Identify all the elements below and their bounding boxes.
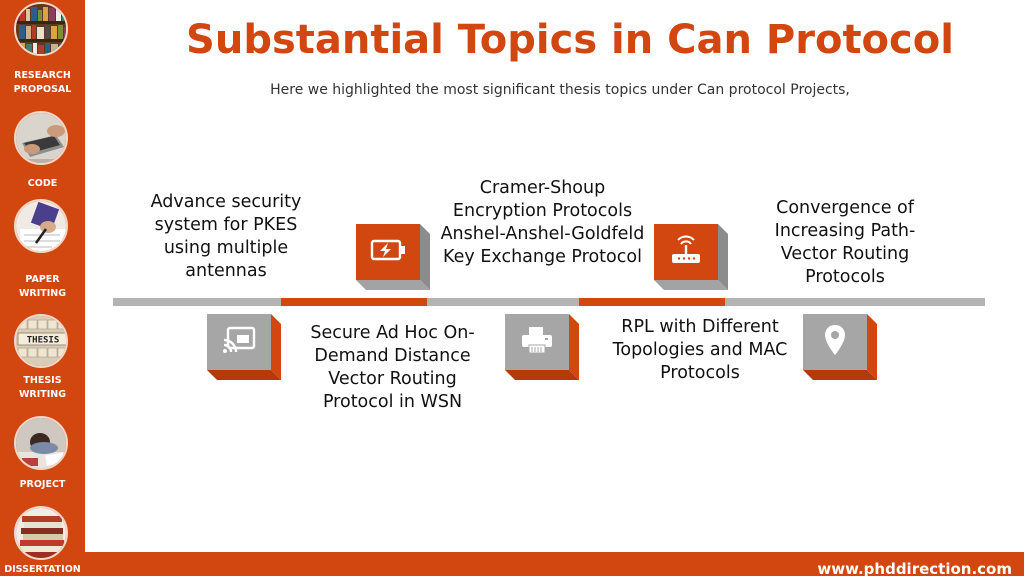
- sidebar-item-label: CODE: [27, 178, 58, 189]
- topic-5-text: Convergence of Increasing Path-Vector Ro…: [774, 198, 916, 287]
- topic-2-cube: [356, 224, 430, 290]
- router-icon: [669, 234, 703, 271]
- topic-4-cube: [654, 224, 728, 290]
- map-pin-icon: [823, 323, 847, 362]
- sidebar-item-label: WRITING: [18, 389, 67, 400]
- sidebar-item-dissertation[interactable]: DISSERTATION: [0, 563, 85, 576]
- svg-text:THESIS: THESIS: [27, 336, 60, 346]
- sidebar-item-code[interactable]: CODE: [0, 177, 85, 191]
- laptop-hands-thumbnail[interactable]: [14, 111, 68, 165]
- sidebar-item-label: PAPER: [25, 274, 60, 285]
- sidebar-item-label: DISSERTATION: [4, 564, 81, 575]
- student-desk-thumbnail[interactable]: [14, 416, 68, 470]
- cast-screen-icon: [222, 326, 256, 359]
- topic-3-cube: [505, 314, 579, 380]
- timeline-highlight-segment: [579, 298, 725, 306]
- topic-4-text: RPL with Different Topologies and MAC Pr…: [612, 317, 788, 383]
- topic-1-text: Advance security system for PKES using m…: [150, 192, 302, 281]
- printer-icon: [520, 325, 554, 360]
- thesis-tiles-thumbnail[interactable]: THESIS: [14, 314, 68, 368]
- topic-1-cube: [207, 314, 281, 380]
- sidebar-item-label: WRITING: [18, 288, 67, 299]
- sidebar: RESEARCH PROPOSAL CODE PAPER WRITI: [0, 0, 85, 576]
- topic-5-cube: [803, 314, 877, 380]
- stacked-books-thumbnail[interactable]: [14, 506, 68, 560]
- sidebar-item-label: PROJECT: [19, 479, 66, 490]
- topic-2-text: Cramer-Shoup Encryption Protocols Anshel…: [440, 178, 645, 267]
- pen-writing-thumbnail[interactable]: [14, 199, 68, 253]
- timeline-highlight-segment: [281, 298, 427, 306]
- battery-charging-icon: [370, 239, 406, 266]
- page-subtitle: Here we highlighted the most significant…: [270, 82, 850, 98]
- sidebar-item-label: RESEARCH: [14, 70, 71, 81]
- sidebar-item-label: THESIS: [23, 375, 62, 386]
- sidebar-item-thesis-writing[interactable]: THESIS WRITING: [0, 374, 85, 402]
- timeline-line: [113, 298, 985, 306]
- topic-3-text: Secure Ad Hoc On-Demand Distance Vector …: [310, 323, 475, 412]
- bookshelf-thumbnail[interactable]: [14, 2, 68, 56]
- footer-bar: www.phddirection.com: [85, 552, 1024, 576]
- sidebar-item-label: PROPOSAL: [13, 84, 72, 95]
- sidebar-item-paper-writing[interactable]: PAPER WRITING: [0, 273, 85, 301]
- website-link[interactable]: www.phddirection.com: [817, 560, 1012, 576]
- page-title: Substantial Topics in Can Protocol: [186, 17, 954, 63]
- sidebar-item-research-proposal[interactable]: RESEARCH PROPOSAL: [0, 69, 85, 97]
- sidebar-item-project[interactable]: PROJECT: [0, 478, 85, 492]
